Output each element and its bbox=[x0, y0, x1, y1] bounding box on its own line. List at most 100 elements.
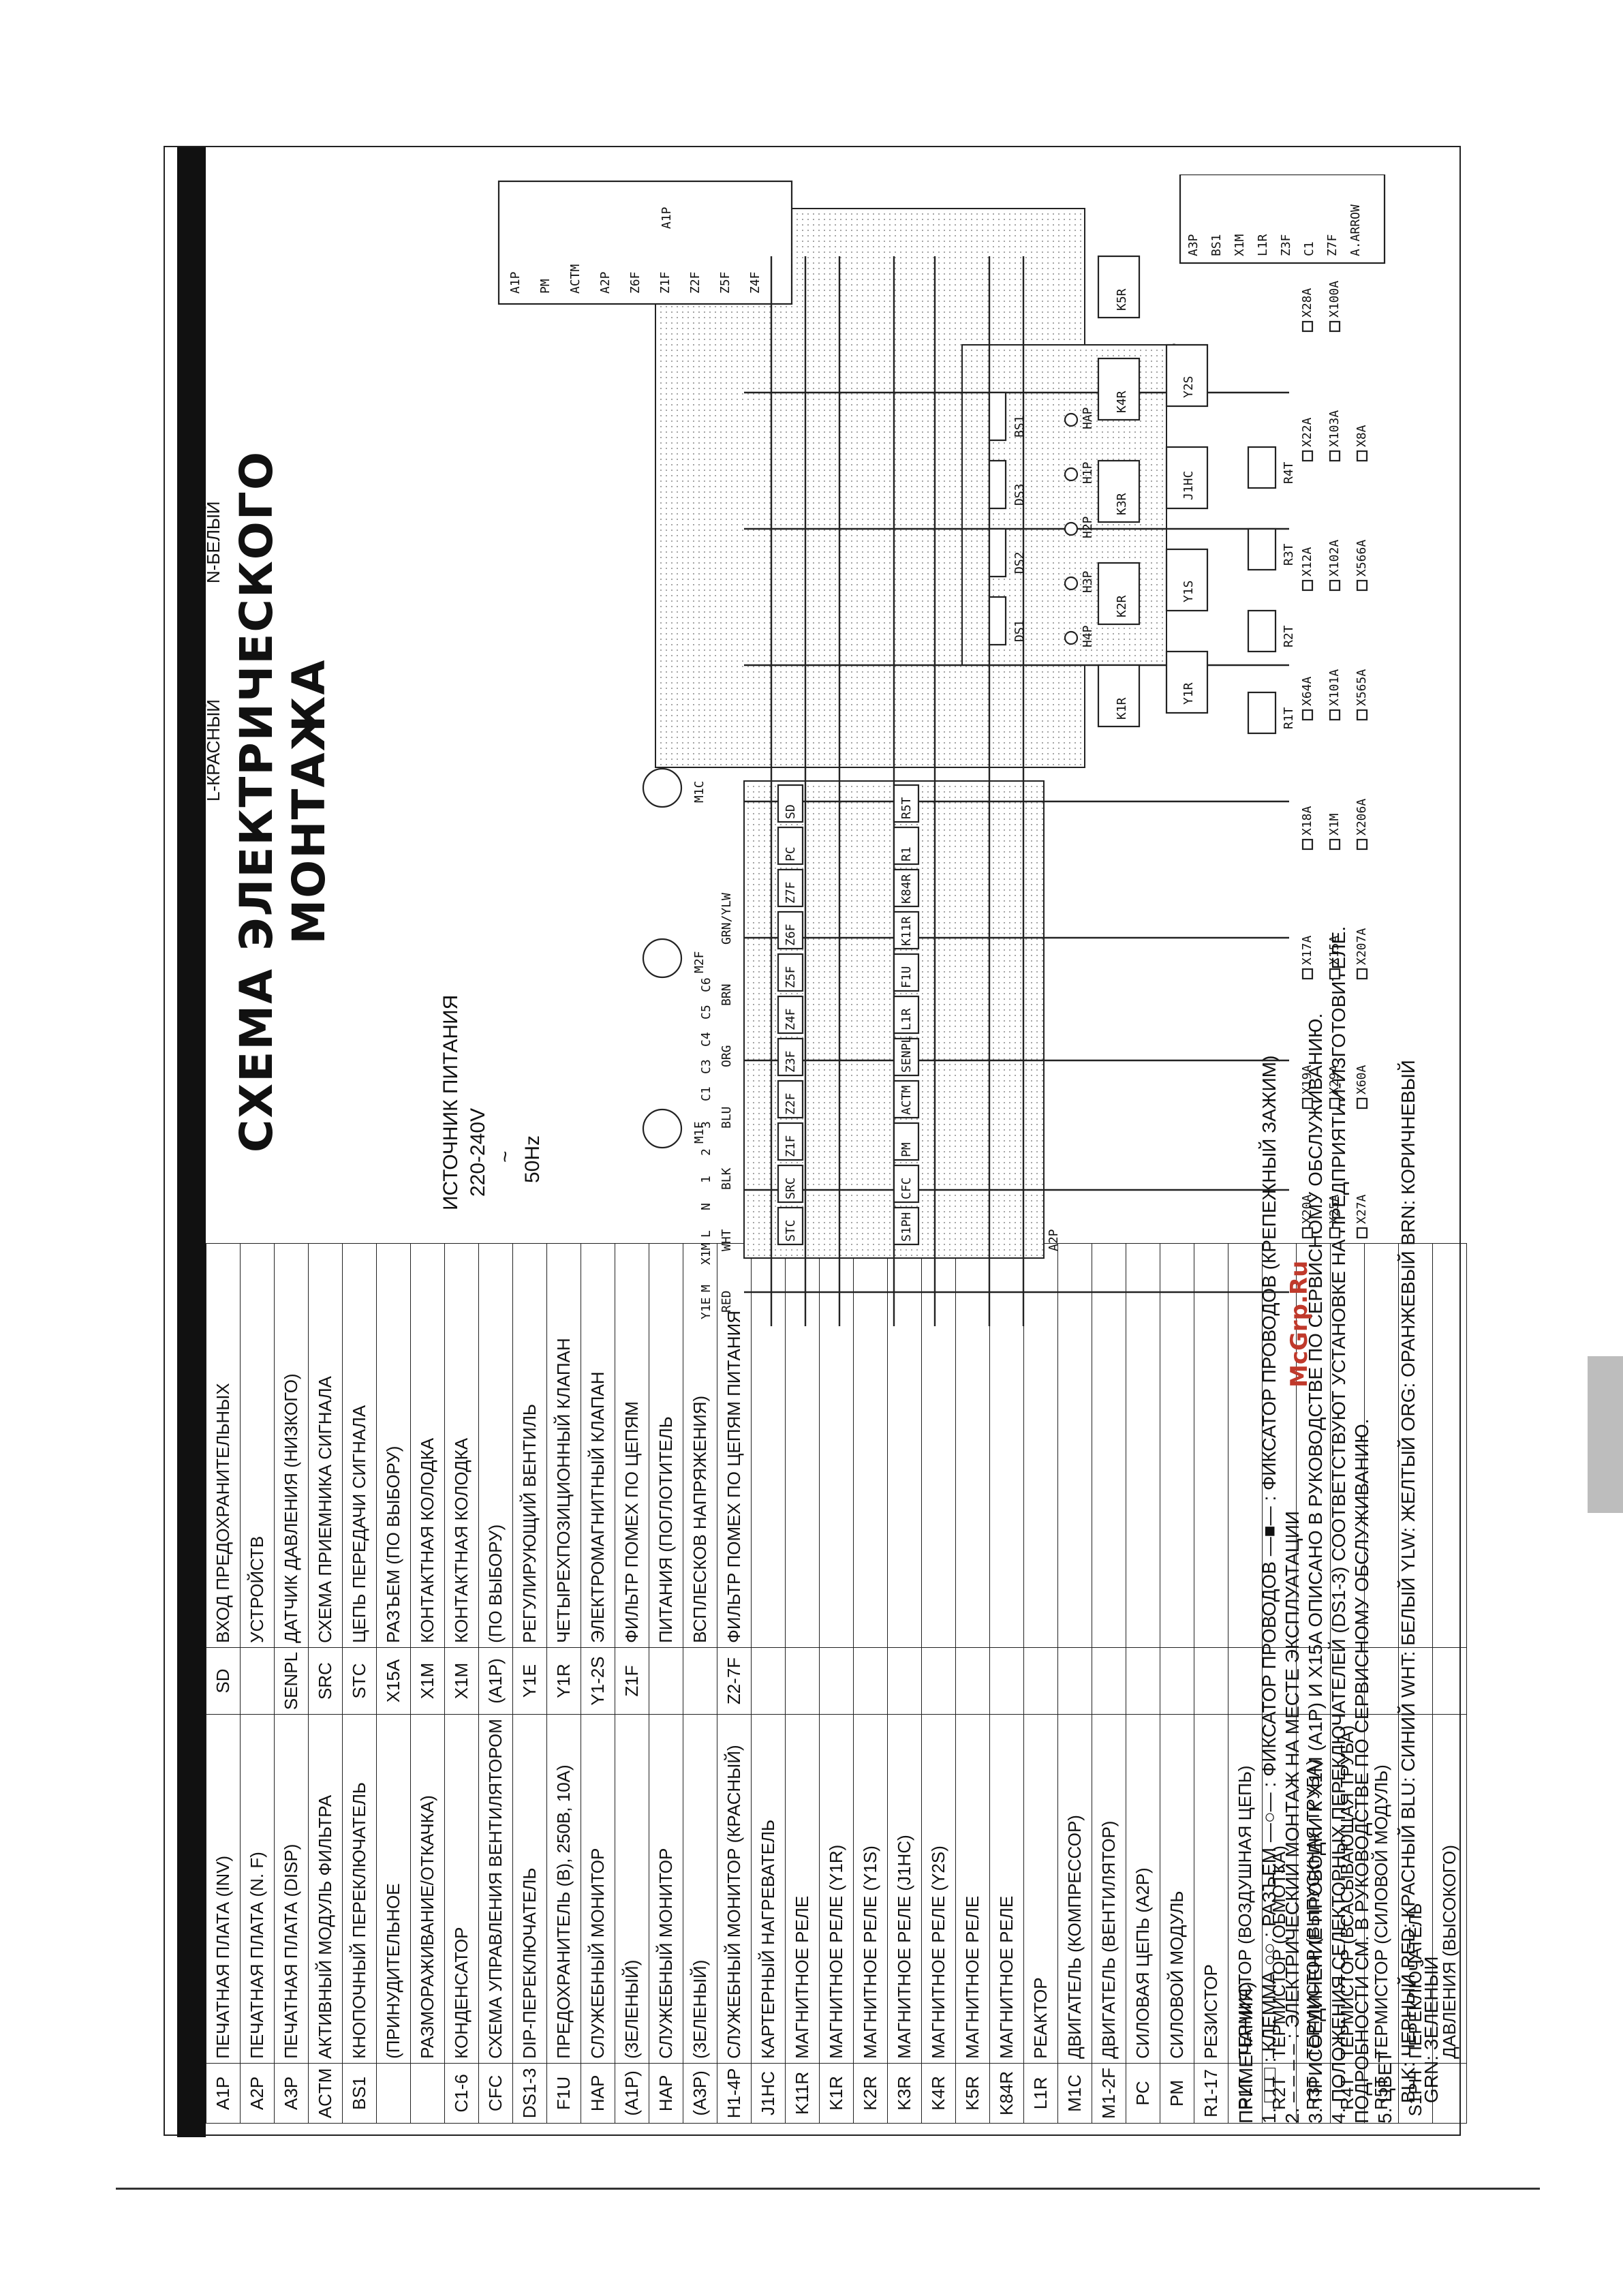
dip-ds2 bbox=[988, 527, 1007, 578]
inset2-label: Z7F bbox=[1325, 234, 1340, 256]
wire-color-label: ORG bbox=[720, 1045, 734, 1067]
thermistor-label: R3T bbox=[1282, 543, 1296, 566]
inset1-label: Z5F bbox=[718, 271, 732, 294]
legend-cell-desc: МАГНИТНОЕ РЕЛЕ (Y1S) bbox=[853, 1714, 888, 2064]
block-z5f bbox=[777, 953, 804, 992]
legend-header-right: N-БЕЛЫЙ bbox=[203, 501, 223, 583]
legend-cell-code2: X1M bbox=[444, 1647, 479, 1715]
relay-k1r bbox=[1097, 664, 1141, 728]
legend-cell-code: F1U bbox=[546, 2063, 581, 2124]
valve-y1r bbox=[1165, 650, 1209, 714]
legend-cell-code2: X1M bbox=[410, 1647, 445, 1715]
legend-cell-desc: СХЕМА УПРАВЛЕНИЯ ВЕНТИЛЯТОРОМ bbox=[478, 1714, 513, 2064]
misc-label: 3 bbox=[699, 1121, 713, 1129]
block-label: SD bbox=[784, 804, 798, 819]
legend-cell-desc: МАГНИТНОЕ РЕЛЕ bbox=[785, 1714, 820, 2064]
legend-cell-code: HAP bbox=[649, 2063, 683, 2124]
connector-x1m bbox=[1329, 838, 1341, 851]
thermistor-label: R1T bbox=[1282, 707, 1296, 729]
legend-cell-code2 bbox=[240, 1647, 275, 1715]
connector-x19a bbox=[1301, 1097, 1314, 1109]
connector-x60a bbox=[1356, 1097, 1368, 1109]
connector-x101a bbox=[1329, 709, 1341, 721]
misc-label: L bbox=[699, 1230, 713, 1238]
connector-label: X12A bbox=[1300, 547, 1314, 577]
block-actm bbox=[893, 1080, 920, 1119]
inset1-label: Z4F bbox=[748, 271, 762, 294]
header-bar bbox=[177, 147, 206, 2137]
motor-label: M1C bbox=[692, 780, 707, 803]
block-z2f bbox=[777, 1080, 804, 1119]
dip-label: BS1 bbox=[1013, 415, 1027, 438]
block-src bbox=[777, 1164, 804, 1204]
legend-cell-code2 bbox=[989, 1647, 1024, 1715]
inset2-label: A.ARROW bbox=[1348, 204, 1363, 256]
led-h4p bbox=[1064, 630, 1079, 645]
block-f1u bbox=[893, 953, 920, 992]
legend-cell-code: (A1P) bbox=[615, 2063, 649, 2124]
misc-label: X1M bbox=[699, 1242, 713, 1265]
legend-cell-code2 bbox=[751, 1647, 786, 1715]
block-label: ACTM bbox=[899, 1085, 914, 1115]
led-h3p bbox=[1064, 576, 1079, 591]
relay-k3r bbox=[1097, 459, 1141, 523]
connector-x28a bbox=[1301, 320, 1314, 333]
legend-cell-code2 bbox=[853, 1647, 888, 1715]
legend-cell-code2 bbox=[921, 1647, 956, 1715]
dip-bs1 bbox=[988, 391, 1007, 442]
block-label: PC bbox=[784, 846, 798, 861]
panel-a2p-label: A2P bbox=[1047, 1229, 1061, 1251]
panel-a1p-label: A1P bbox=[660, 206, 674, 229]
motor-m1c bbox=[642, 767, 683, 808]
legend-cell-desc: DIP-ПЕРЕКЛЮЧАТЕЛЬ bbox=[512, 1714, 547, 2064]
block-label: Z1F bbox=[784, 1135, 798, 1157]
page-tab-marker bbox=[1588, 1356, 1623, 1513]
legend-cell-desc: СЛУЖЕБНЫЙ МОНИТОР bbox=[649, 1714, 683, 2064]
connector-label: X25A bbox=[1327, 1194, 1342, 1224]
connector-label: X19A bbox=[1300, 1065, 1314, 1095]
connector-x25a bbox=[1329, 1227, 1341, 1239]
legend-cell-code2: X15A bbox=[376, 1647, 411, 1715]
legend-cell-code: C1-6 bbox=[444, 2063, 479, 2124]
block-r1 bbox=[893, 826, 920, 866]
legend-cell-desc2: КОНТАКТНАЯ КОЛОДКА bbox=[444, 1243, 479, 1648]
thermistor-label: R2T bbox=[1282, 625, 1296, 647]
inset1-label: Z1F bbox=[658, 271, 673, 294]
connector-label: X28A bbox=[1300, 288, 1314, 318]
inset2-label: Z3F bbox=[1279, 234, 1293, 256]
connector-label: X102A bbox=[1327, 540, 1342, 577]
legend-cell-desc: СЛУЖЕБНЫЙ МОНИТОР (КРАСНЫЙ) bbox=[717, 1714, 752, 2064]
legend-cell-code: CFC bbox=[478, 2063, 513, 2124]
legend-cell-code: K1R bbox=[819, 2063, 854, 2124]
thermistor-r1t bbox=[1247, 691, 1277, 735]
led-label: H3P bbox=[1081, 570, 1095, 593]
legend-cell-desc: КАРТЕРНЫЙ НАГРЕВАТЕЛЬ bbox=[751, 1714, 786, 2064]
relay-label: K2R bbox=[1115, 595, 1129, 617]
legend-cell-desc: МАГНИТНОЕ РЕЛЕ (Y2S) bbox=[921, 1714, 956, 2064]
wire-color-label: RED bbox=[720, 1290, 734, 1313]
relay-label: K5R bbox=[1115, 288, 1129, 311]
inset1-label: Z6F bbox=[628, 271, 643, 294]
connector-label: X60A bbox=[1355, 1065, 1369, 1095]
legend-cell-desc: ПЕЧАТНАЯ ПЛАТА (INV) bbox=[206, 1714, 241, 2064]
legend-header-left: L-КРАСНЫЙ bbox=[203, 699, 223, 801]
legend-cell-code: K5R bbox=[955, 2063, 990, 2124]
connector-x17a bbox=[1301, 968, 1314, 980]
legend-cell-code2: (A1P) bbox=[478, 1647, 513, 1715]
block-z6f bbox=[777, 910, 804, 950]
misc-label: C3 bbox=[699, 1059, 713, 1074]
wire-color-label: GRN/YLW bbox=[720, 893, 734, 945]
wire-color-label: BRN bbox=[720, 983, 734, 1006]
relay-label: K4R bbox=[1115, 391, 1129, 413]
block-k11r bbox=[893, 910, 920, 950]
led-label: H1P bbox=[1081, 461, 1095, 484]
connector-x103a bbox=[1329, 450, 1341, 462]
motor-m2f bbox=[642, 938, 683, 979]
misc-label: 1 bbox=[699, 1176, 713, 1183]
legend-cell-code bbox=[376, 2063, 411, 2124]
inset2-label: A3P bbox=[1186, 234, 1201, 256]
